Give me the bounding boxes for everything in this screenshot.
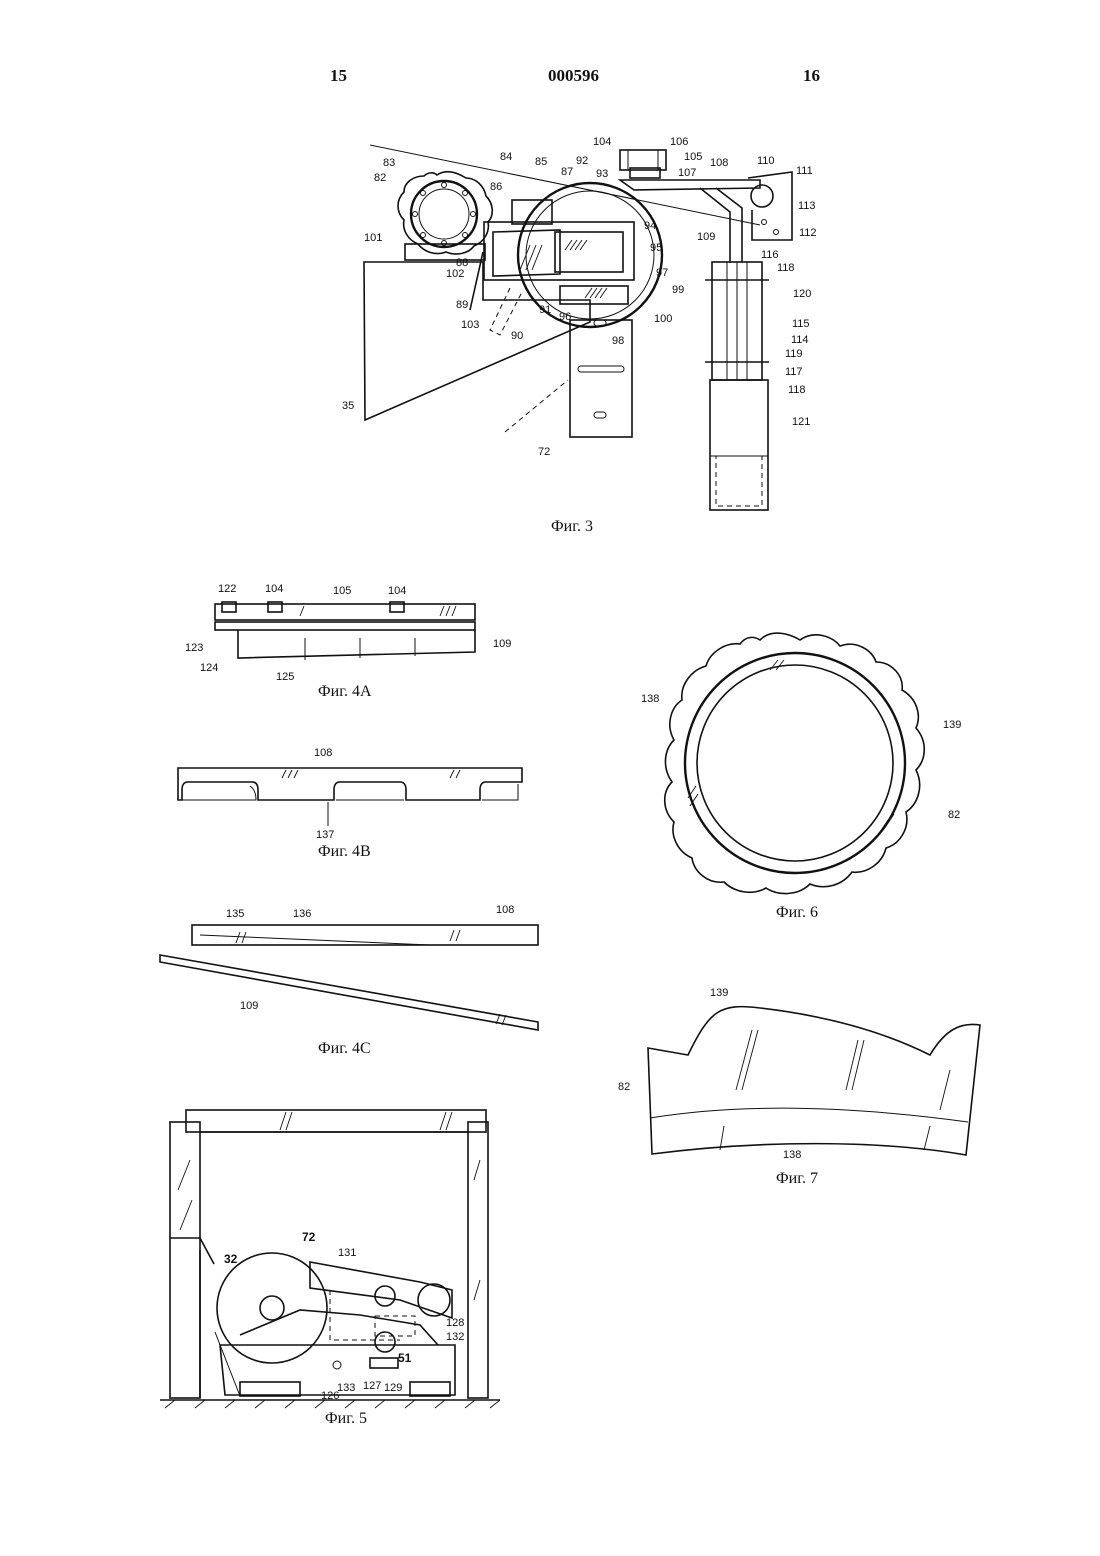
label-139: 139 bbox=[943, 719, 961, 731]
label-137: 137 bbox=[316, 829, 334, 841]
label-105: 105 bbox=[684, 151, 702, 163]
label-86: 86 bbox=[490, 181, 502, 193]
label-82: 82 bbox=[618, 1081, 630, 1093]
label-87: 87 bbox=[561, 166, 573, 178]
label-104-a: 104 bbox=[265, 583, 283, 595]
label-124: 124 bbox=[200, 662, 218, 674]
label-72: 72 bbox=[538, 446, 550, 458]
label-132: 132 bbox=[446, 1331, 464, 1343]
label-90: 90 bbox=[511, 330, 523, 342]
label-104-b: 104 bbox=[388, 585, 406, 597]
label-113: 113 bbox=[798, 200, 816, 212]
label-83: 83 bbox=[383, 157, 395, 169]
figure-6: 138 139 82 bbox=[641, 633, 961, 894]
label-122: 122 bbox=[218, 583, 236, 595]
label-110: 110 bbox=[757, 155, 775, 167]
label-128: 128 bbox=[446, 1317, 464, 1329]
label-111: 111 bbox=[796, 165, 813, 177]
label-118-bottom: 118 bbox=[788, 384, 806, 396]
label-94: 94 bbox=[644, 220, 656, 232]
caption-fig5: Фиг. 5 bbox=[325, 1410, 367, 1428]
label-89: 89 bbox=[456, 299, 468, 311]
label-114: 114 bbox=[791, 334, 809, 346]
label-98: 98 bbox=[612, 335, 624, 347]
figure-7: 139 82 138 bbox=[618, 987, 980, 1161]
label-116: 116 bbox=[761, 249, 779, 261]
label-108: 108 bbox=[710, 157, 728, 169]
figure-4a: 122 104 105 104 123 124 125 109 bbox=[185, 583, 511, 683]
label-117: 117 bbox=[785, 366, 803, 378]
label-104: 104 bbox=[593, 136, 611, 148]
label-118-top: 118 bbox=[777, 262, 795, 274]
label-120: 120 bbox=[793, 288, 811, 300]
caption-fig4b: Фиг. 4B bbox=[318, 843, 371, 861]
label-119: 119 bbox=[785, 348, 803, 360]
label-136: 136 bbox=[293, 908, 311, 920]
caption-fig3: Фиг. 3 bbox=[551, 518, 593, 536]
label-108: 108 bbox=[314, 747, 332, 759]
caption-fig4a: Фиг. 4A bbox=[318, 683, 372, 701]
label-100: 100 bbox=[654, 313, 672, 325]
label-35: 35 bbox=[342, 400, 354, 412]
label-108: 108 bbox=[496, 904, 514, 916]
figure-5: 72 32 131 128 132 51 126 133 127 129 bbox=[160, 1110, 500, 1408]
label-72: 72 bbox=[302, 1230, 316, 1244]
label-131: 131 bbox=[338, 1247, 356, 1259]
label-107: 107 bbox=[678, 167, 696, 179]
label-99: 99 bbox=[672, 284, 684, 296]
label-123: 123 bbox=[185, 642, 203, 654]
label-129: 129 bbox=[384, 1382, 402, 1394]
label-109: 109 bbox=[493, 638, 511, 650]
label-125: 125 bbox=[276, 671, 294, 683]
label-121: 121 bbox=[792, 416, 810, 428]
label-96: 96 bbox=[559, 311, 571, 323]
caption-fig7: Фиг. 7 bbox=[776, 1170, 818, 1188]
figure-3: 35 72 82 83 84 85 86 87 88 89 90 91 92 9… bbox=[342, 136, 817, 510]
caption-fig4c: Фиг. 4C bbox=[318, 1040, 371, 1058]
label-84: 84 bbox=[500, 151, 512, 163]
label-105: 105 bbox=[333, 585, 351, 597]
label-91: 91 bbox=[539, 304, 551, 316]
label-101: 101 bbox=[364, 232, 382, 244]
label-102: 102 bbox=[446, 268, 464, 280]
caption-fig6: Фиг. 6 bbox=[776, 904, 818, 922]
label-109: 109 bbox=[697, 231, 715, 243]
label-92: 92 bbox=[576, 155, 588, 167]
label-82: 82 bbox=[948, 809, 960, 821]
label-82: 82 bbox=[374, 172, 386, 184]
label-112: 112 bbox=[799, 227, 817, 239]
label-85: 85 bbox=[535, 156, 547, 168]
label-133: 133 bbox=[337, 1382, 355, 1394]
label-95: 95 bbox=[650, 242, 662, 254]
label-115: 115 bbox=[792, 318, 810, 330]
label-138: 138 bbox=[641, 693, 659, 705]
label-51: 51 bbox=[398, 1351, 412, 1365]
label-97: 97 bbox=[656, 267, 668, 279]
label-127: 127 bbox=[363, 1380, 381, 1392]
figure-4b: 108 137 bbox=[178, 747, 522, 841]
label-109: 109 bbox=[240, 1000, 258, 1012]
label-103: 103 bbox=[461, 319, 479, 331]
label-32: 32 bbox=[224, 1252, 238, 1266]
label-138: 138 bbox=[783, 1149, 801, 1161]
label-93: 93 bbox=[596, 168, 608, 180]
label-106: 106 bbox=[670, 136, 688, 148]
figure-4c: 135 136 108 109 bbox=[160, 904, 538, 1030]
label-135: 135 bbox=[226, 908, 244, 920]
label-139: 139 bbox=[710, 987, 728, 999]
